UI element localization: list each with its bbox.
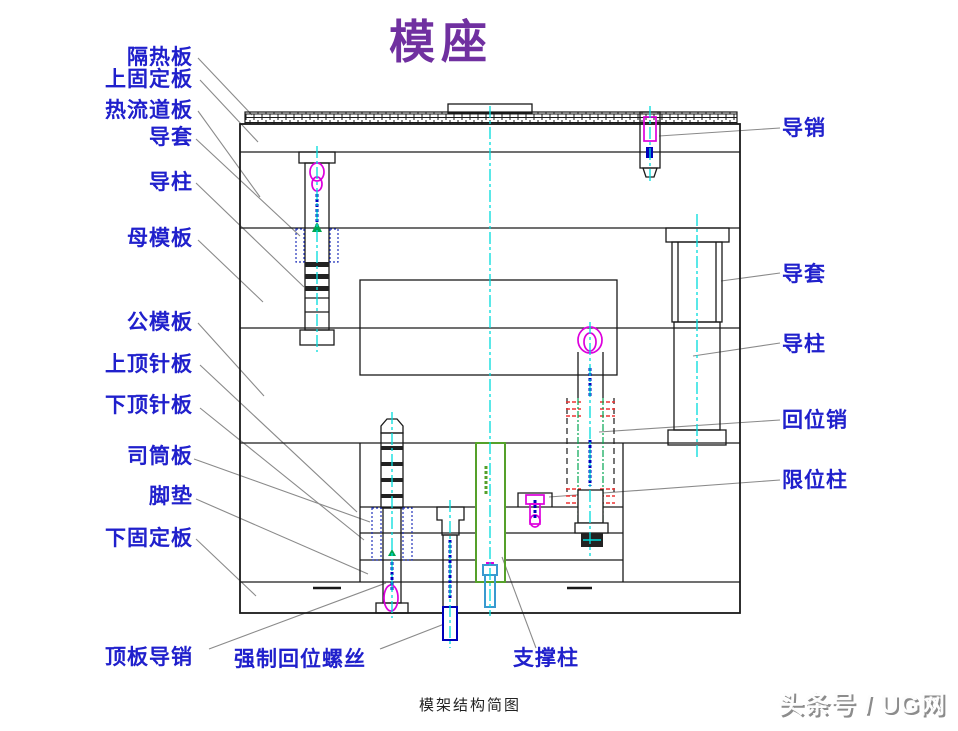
leader-lines [193, 57, 781, 650]
watermark-shadow: 头条号 / UG网 [781, 693, 948, 721]
label-limit-post: 限位柱 [782, 468, 848, 492]
guide-bush-left-drawing [295, 228, 305, 263]
limit-post [517, 492, 553, 528]
label-ejector-plate-guide-pin: 顶板导销 [105, 645, 193, 669]
diagram-caption: 模架结构简图 [419, 697, 521, 714]
label-insulation-plate: 隔热板 [127, 45, 193, 69]
label-guide-bush-right: 导套 [782, 262, 826, 286]
label-sleeve-plate: 司筒板 [127, 444, 193, 468]
label-hot-runner-plate: 热流道板 [105, 98, 193, 122]
label-upper-ejector-plate: 上顶针板 [105, 352, 193, 376]
label-forced-return-screw: 强制回位螺丝 [234, 647, 366, 671]
label-core-plate: 公模板 [127, 310, 193, 334]
page-title: 模座 [389, 15, 493, 69]
label-guide-pillar-right: 导柱 [782, 332, 826, 356]
label-return-pin: 回位销 [782, 408, 848, 432]
insulation-plate-hatch [244, 111, 738, 125]
centerlines [316, 106, 698, 648]
label-bottom-clamp-plate: 下固定板 [105, 526, 193, 550]
label-guide-pillar-left: 导柱 [149, 170, 193, 194]
watermark-toutiao-ugnet: 头条号 / UG网 [779, 691, 946, 719]
label-lower-ejector-plate: 下顶针板 [105, 393, 193, 417]
label-top-clamp-plate: 上固定板 [105, 67, 193, 91]
label-support-pillar: 支撑柱 [513, 646, 579, 670]
label-cavity-plate: 母模板 [127, 226, 193, 250]
return-pin [566, 326, 615, 547]
label-guide-bush-left: 导套 [149, 125, 193, 149]
label-guide-pin: 导销 [782, 116, 826, 140]
label-foot-spacer: 脚垫 [149, 484, 193, 508]
